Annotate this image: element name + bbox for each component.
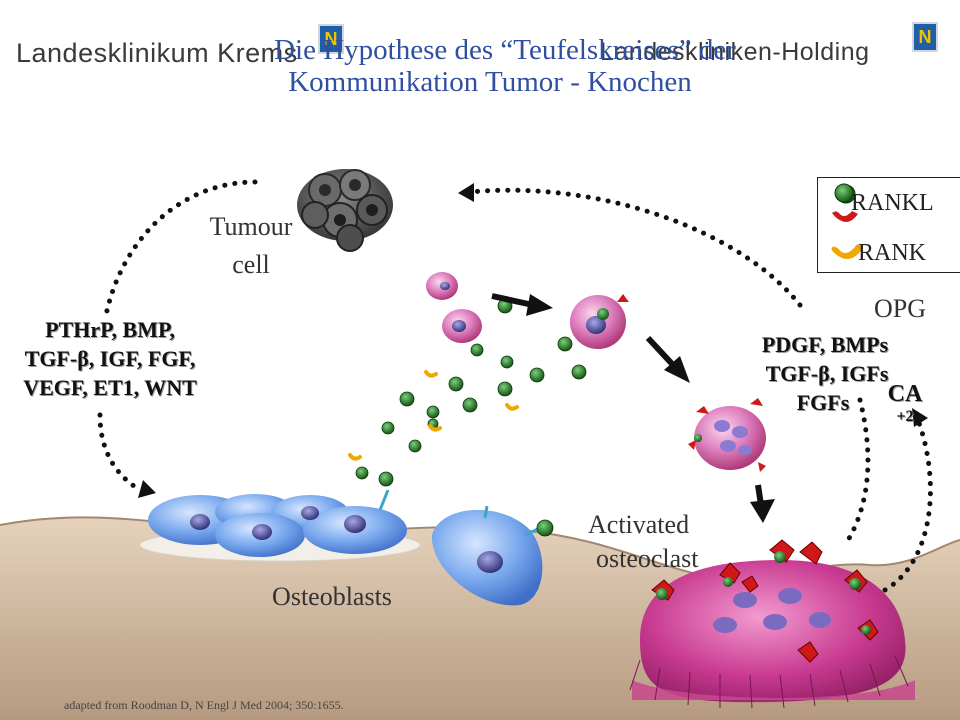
bone-derived-growth-factors: PDGF, BMPs TGF-β, IGFs FGFs xyxy=(720,330,930,417)
dotted-arrow-calcium xyxy=(882,417,933,593)
calcium-label: CA +2 xyxy=(887,381,923,425)
osteoblast-cluster xyxy=(139,489,543,606)
factor-line: PTHrP, BMP, xyxy=(45,317,175,342)
tumour-cell-cluster xyxy=(297,169,393,252)
progression-arrows xyxy=(491,293,775,523)
factor-line: FGFs xyxy=(796,390,850,415)
factor-line: VEGF, ET1, WNT xyxy=(23,375,197,400)
factor-line: PDGF, BMPs xyxy=(761,332,889,357)
factor-line: TGF-β, IGF, FGF, xyxy=(24,346,196,371)
dotted-arrow-factors-to-osteoblasts xyxy=(97,412,143,493)
landesklinikum-logo: Landesklinikum Krems xyxy=(16,38,298,69)
slide-title: Die Hypothese des “Teufelskreises” der K… xyxy=(0,34,960,98)
osteoblasts-label: Osteoblasts xyxy=(272,582,392,611)
title-line-2: Kommunikation Tumor - Knochen xyxy=(288,66,692,98)
cycle-dotted-arrows xyxy=(97,179,933,593)
landeskliniken-holding-logo: Landeskliniken-Holding xyxy=(600,38,870,67)
legend-icons-overlay xyxy=(831,183,861,258)
osteoclast-precursors xyxy=(426,272,766,472)
activated-osteoclast-label: Activated osteoclast xyxy=(588,510,699,573)
tumour-derived-factors: PTHrP, BMP, TGF-β, IGF, FGF, VEGF, ET1, … xyxy=(0,315,230,402)
rankl-molecules xyxy=(355,298,587,537)
title-line-1: Die Hypothese des “Teufelskreises” der xyxy=(274,34,736,66)
noe-badge-left: N xyxy=(318,24,344,54)
activated-osteoclast xyxy=(629,539,915,709)
right-logo-text: Landeskliniken-Holding xyxy=(600,38,870,66)
left-logo-text: Landesklinikum Krems xyxy=(16,38,298,68)
dotted-arrow-osteoclast-to-tumour xyxy=(467,187,803,308)
rank-molecules xyxy=(348,370,519,461)
factor-line: TGF-β, IGFs xyxy=(765,361,889,386)
rankl-legend-icon xyxy=(834,183,854,203)
legend-rankl-label: RANKL xyxy=(851,190,934,216)
dotted-arrow-tumour-to-bone xyxy=(102,179,258,323)
rank-legend-icon xyxy=(831,244,861,258)
dotted-arrow-growth-factors xyxy=(842,397,871,548)
opg-label: OPG xyxy=(873,294,926,323)
noe-badge-right: N xyxy=(912,22,938,52)
opg-legend-icon xyxy=(832,211,856,221)
tumour-cell-label: Tumour cell xyxy=(209,212,293,279)
reference-citation: adapted from Roodman D, N Engl J Med 200… xyxy=(64,698,344,712)
dotted-arrow-heads xyxy=(138,183,928,498)
legend-rank-label: RANK xyxy=(858,240,927,266)
